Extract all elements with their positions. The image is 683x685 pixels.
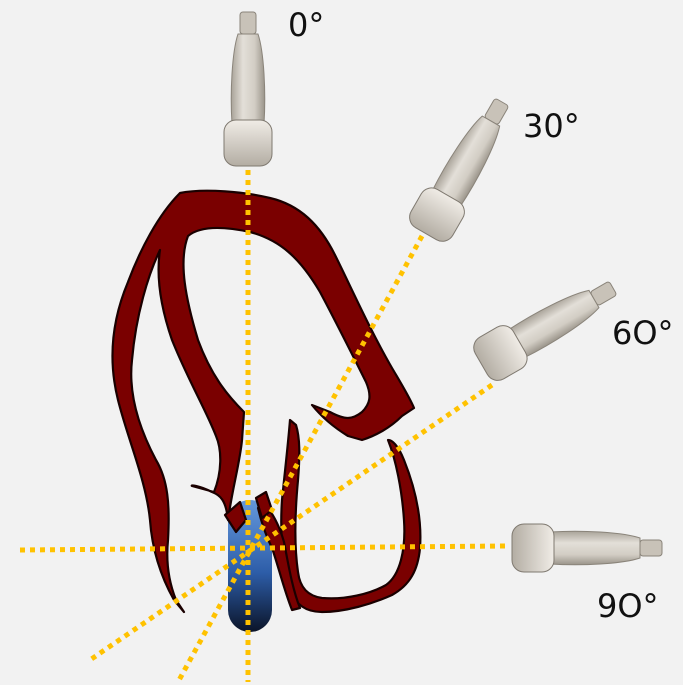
scan-line-90-degrees [20, 546, 505, 550]
probe-90-degrees [512, 524, 662, 572]
probe-60-degrees [469, 267, 625, 385]
angle-label-0: 0° [288, 6, 324, 44]
angle-label-30: 30° [523, 107, 580, 145]
angle-label-90: 9O° [597, 587, 659, 625]
probe-30-degrees [405, 90, 523, 246]
probe-0-degrees [224, 12, 272, 166]
scan-line-30-degrees [178, 236, 422, 682]
angle-label-60: 6O° [612, 314, 674, 352]
